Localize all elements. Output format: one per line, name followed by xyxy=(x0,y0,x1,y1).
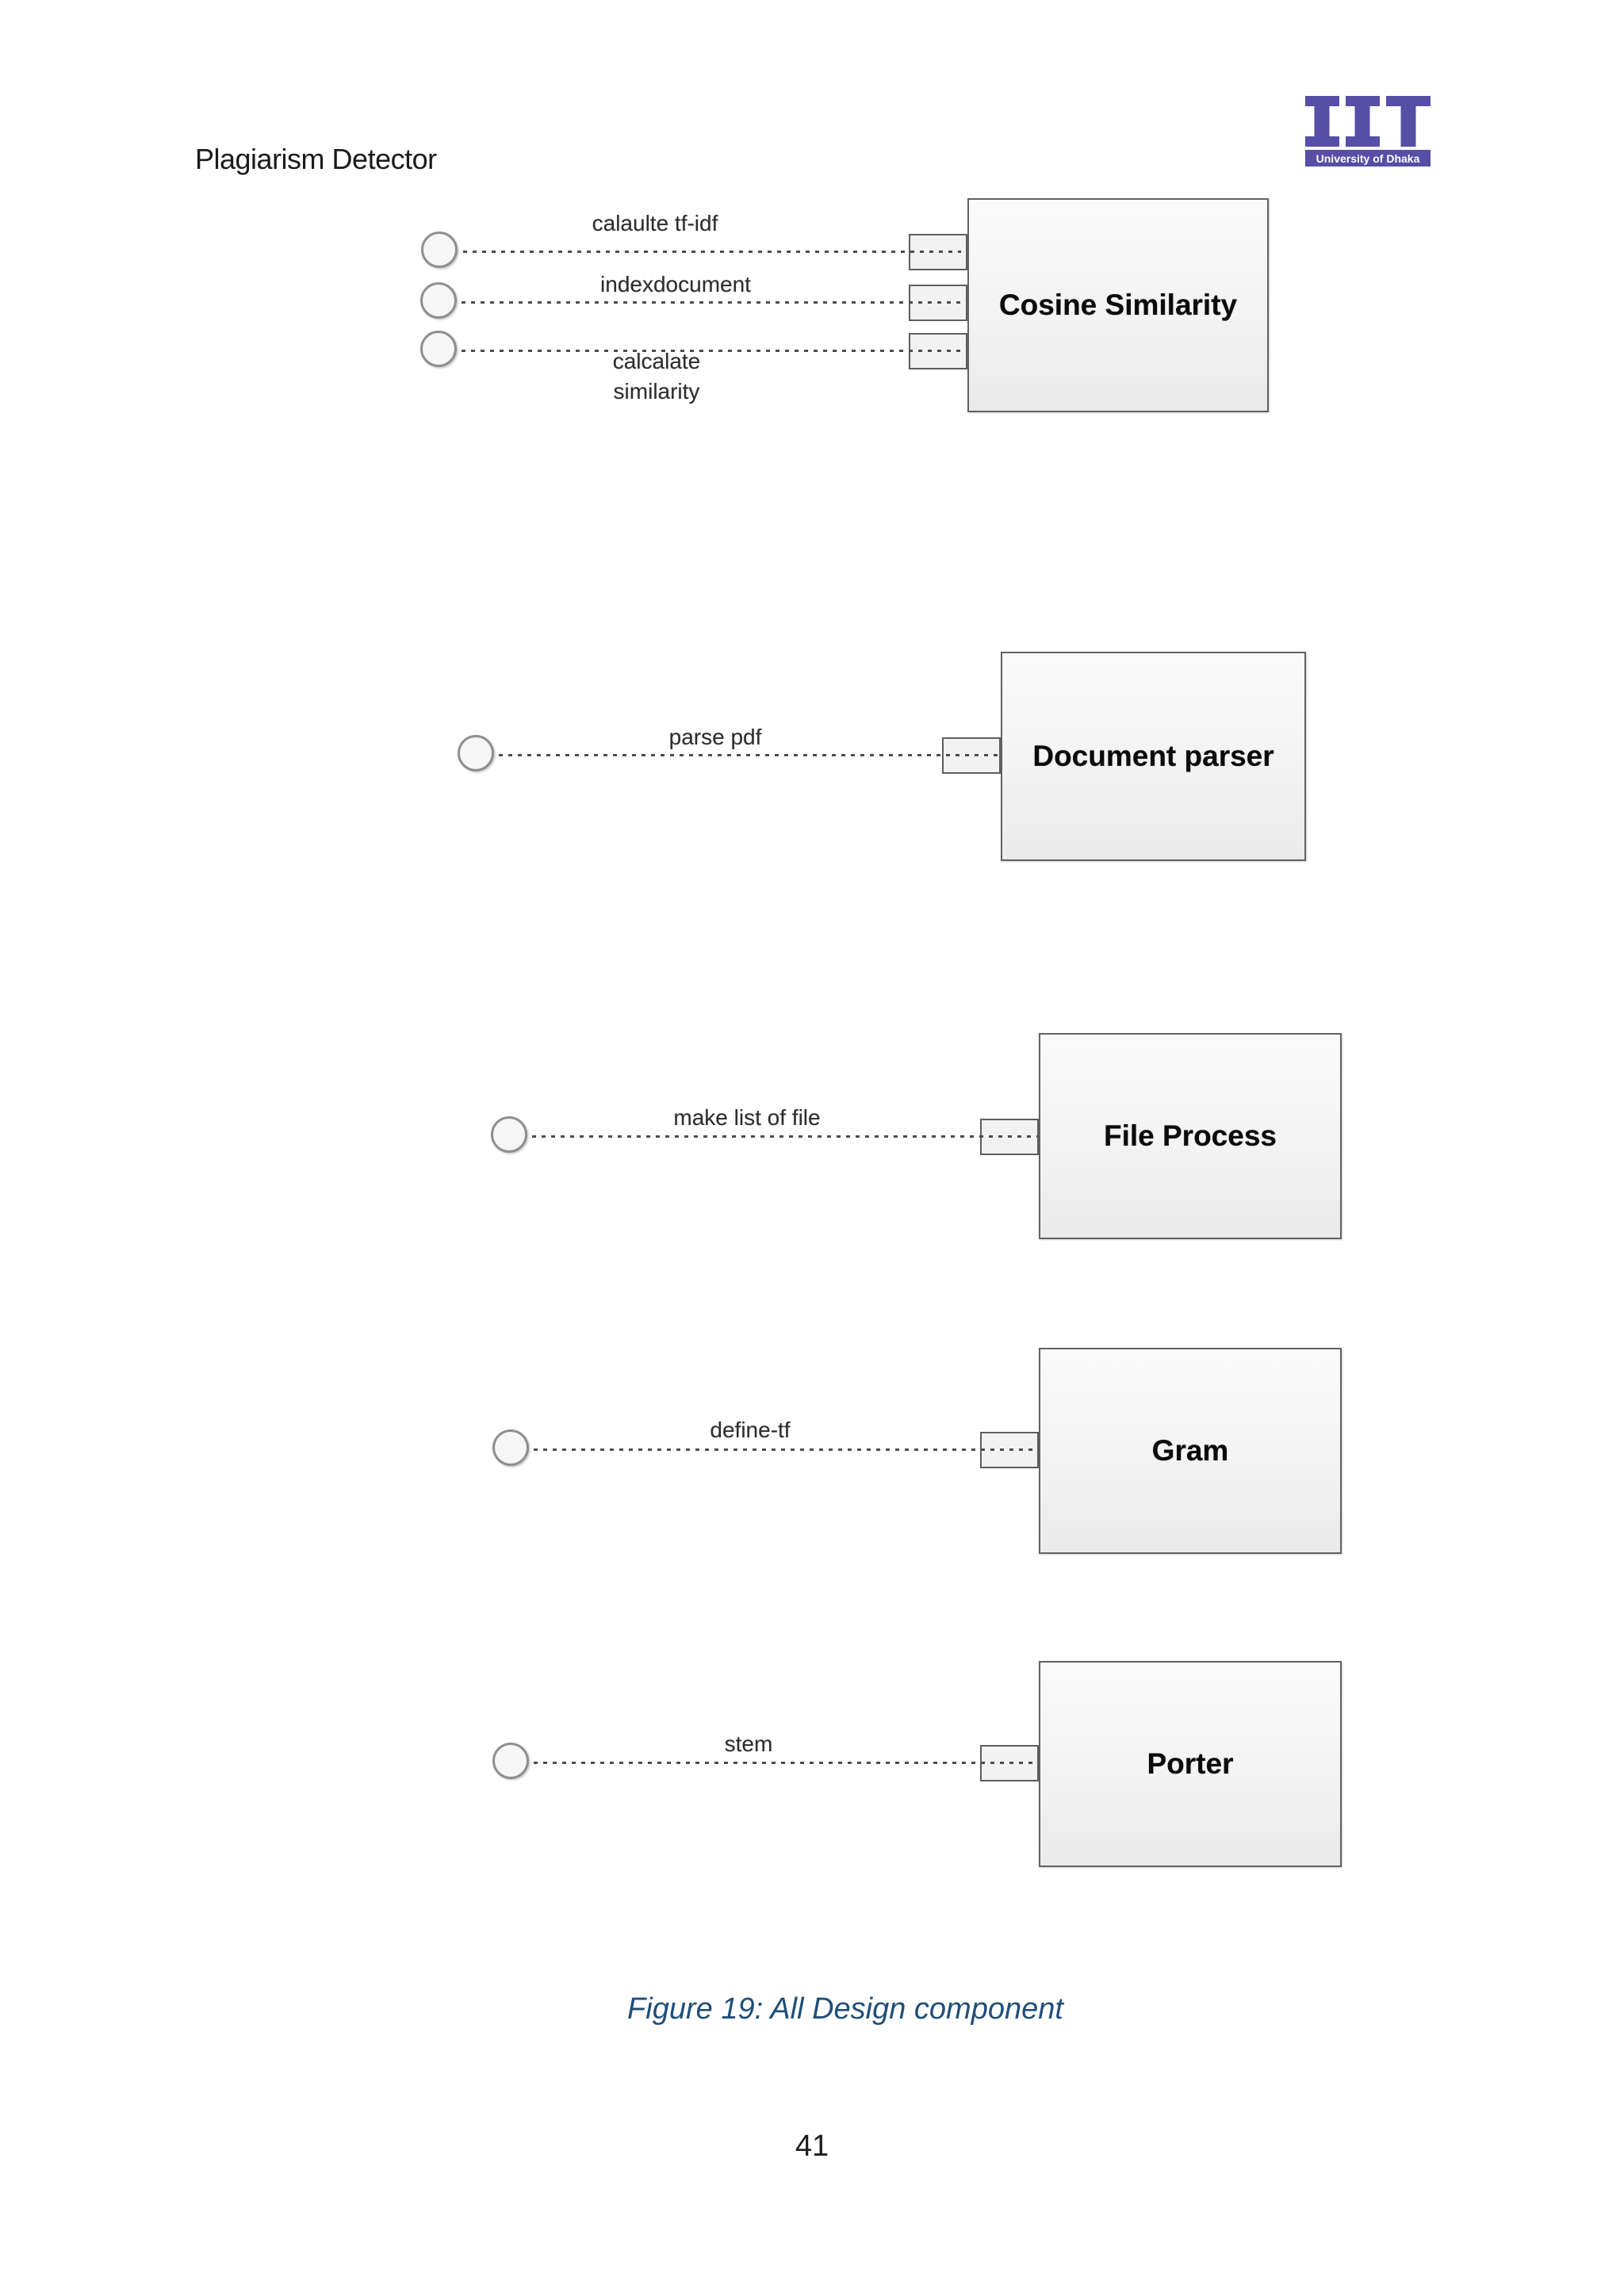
component-name: Cosine Similarity xyxy=(998,289,1238,321)
interface-lollipop-circle xyxy=(492,1429,529,1466)
page-number: 41 xyxy=(795,2130,829,2163)
dashed-connector-line xyxy=(462,301,961,304)
component-box-porter: Porter xyxy=(1039,1661,1342,1867)
interface-label: stem xyxy=(724,1732,773,1756)
interface-label: calcalate xyxy=(612,349,701,373)
component-box-document-parser: Document parser xyxy=(1001,652,1306,861)
iit-logo-letters-icon xyxy=(1305,96,1431,147)
interface-label: indexdocument xyxy=(600,272,751,297)
component-name: Gram xyxy=(1151,1434,1229,1467)
dashed-connector-line xyxy=(499,754,999,756)
dashed-connector-line xyxy=(534,1448,1037,1451)
dashed-connector-line xyxy=(532,1135,1037,1138)
dashed-connector-line xyxy=(462,350,961,352)
interface-lollipop-circle xyxy=(420,282,457,319)
component-name: Document parser xyxy=(1032,740,1274,772)
university-logo: University of Dhaka xyxy=(1305,96,1431,166)
logo-subtitle: University of Dhaka xyxy=(1305,150,1431,166)
interface-label: define-tf xyxy=(710,1418,791,1442)
component-name: Porter xyxy=(1147,1747,1234,1780)
logo-letter-i xyxy=(1305,96,1339,147)
component-box-cosine-similarity: Cosine Similarity xyxy=(967,198,1269,412)
interface-label: parse pdf xyxy=(668,725,762,749)
interface-lollipop-circle xyxy=(458,735,494,771)
interface-label: calaulte tf-idf xyxy=(592,211,718,235)
interface-lollipop-circle xyxy=(491,1116,527,1153)
interface-label: make list of file xyxy=(673,1105,821,1130)
interface-lollipop-circle xyxy=(421,232,458,268)
component-name: File Process xyxy=(1103,1119,1277,1152)
component-box-file-process: File Process xyxy=(1039,1033,1342,1239)
interface-lollipop-circle xyxy=(492,1743,529,1779)
logo-letter-t xyxy=(1385,96,1431,147)
dashed-connector-line xyxy=(463,251,961,253)
component-box-gram: Gram xyxy=(1039,1348,1342,1554)
figure-caption: Figure 19: All Design component xyxy=(627,1992,1063,2026)
interface-lollipop-circle xyxy=(420,331,457,367)
dashed-connector-line xyxy=(534,1762,1037,1764)
page-title: Plagiarism Detector xyxy=(195,143,437,175)
logo-letter-i xyxy=(1345,96,1380,147)
interface-label: similarity xyxy=(613,379,700,404)
